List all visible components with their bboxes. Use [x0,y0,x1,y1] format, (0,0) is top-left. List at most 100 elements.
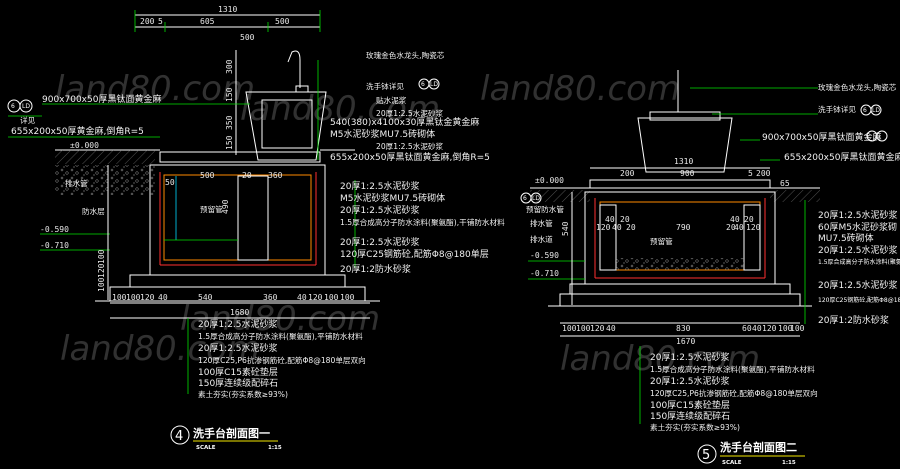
d2-top-dim-900: 900 [680,169,695,178]
d2-lv-540: 540 [561,221,570,236]
d2-bottom-note-2: 20厚1:2.5水泥砂浆 [650,375,730,387]
d1-right-note-1: M5水泥砂浆MU7.5砖砌体 [340,192,445,204]
d1-top-dim-total: 1310 [218,5,237,14]
d2-elev-0: ±0.000 [535,176,564,185]
d1-inner-dim-20: 20 [242,171,252,180]
d2-bottom-note-6: 素土夯实(夯实系数≥93%) [650,422,740,432]
d1-top-dim-500: 500 [275,17,290,26]
d2-upper-note-1: 洗手钵详见 [818,104,856,114]
d2-top-dim-total: 1310 [674,157,693,166]
d2-callout-tag-b: LD [532,195,540,202]
d2-number: 5 [702,448,710,463]
d1-vdim-300: 300 [225,59,234,74]
d2-bdim-2: 120 [590,324,605,333]
d2-bdim-4: 830 [676,324,691,333]
d1-faucet-note-4: 540(380)x4100x30厚黑钛金黄金麻 [330,116,479,128]
d2-top-dim-200: 200 [620,169,635,178]
d2-inner-dim-2: 120 [596,223,611,232]
d2-bottom-note-5: 150厚连续级配碎石 [650,410,730,422]
d2-inner-dim-5: 790 [676,223,691,232]
d1-inner-dim-490: 490 [221,199,230,214]
d2-total-bottom: 1670 [676,337,695,346]
d2-right-note-5: 20厚1:2.5水泥砂浆 [818,279,898,291]
d2-right-note-0: 20厚1:2.5水泥砂浆 [818,209,898,221]
d1-vdim-350: 350 [225,115,234,130]
d1-inside-label: 预留管 [200,204,223,214]
d1-right-note-5: 120厚C25钢筋砼,配筋Φ8@180单层 [340,248,489,260]
d2-top-dim-5: 5 [748,169,753,178]
d2-bdim-5: 60 [742,324,752,333]
d1-top-dim-605: 605 [200,17,215,26]
d2-inner-dim-4: 20 [626,223,636,232]
d2-side-dim: 65 [780,179,790,188]
d1-lv-100: 100 [97,277,106,292]
d1-upper-note-1: 900x700x50厚黑钛面黄金麻 [42,93,161,105]
d2-bdim-6: 40 [752,324,762,333]
d2-inside-label: 预留管 [650,236,673,246]
d1-right-note-4: 20厚1:2.5水泥砂浆 [340,236,420,248]
d2-right-notes: 20厚1:2.5水泥砂浆 60厚M5水泥砂浆砌 MU7.5砖砌体 20厚1:2.… [804,200,900,326]
d2-left-label-1: 排水道 [530,234,553,244]
d1-top-dim-500b: 500 [240,33,255,42]
d1-bottom-note-3: 120厚C25,P6抗渗钢筋砼,配筋Φ8@180单层双向 [198,355,366,365]
d2-right-note-2: MU7.5砖砌体 [818,232,874,244]
d1-right-note-0: 20厚1:2.5水泥砂浆 [340,180,420,192]
d1-elev-710: -0.710 [40,241,69,250]
d1-bottom-note-4: 100厚C15素砼垫层 [198,366,278,378]
d1-inner-dim-500: 500 [200,171,215,180]
d1-bdim-2: 120 [140,293,155,302]
d1-title-block: 4 洗手台剖面图一 SCALE 1:15 [170,425,282,451]
d1-callout-tag-b: LD [22,103,30,110]
d1-faucet-icon [287,50,301,88]
d1-faucet-note-1: 洗手钵详见 [366,81,404,91]
d2-inner-dim-9: 40 [730,215,740,224]
d2-bdim-0: 100 [562,324,577,333]
d2-right-note-7: 20厚1:2防水砂浆 [818,314,889,326]
d2-bottom-notes: 20厚1:2.5水泥砂浆 1.5厚合成高分子防水涂料(聚氨酯),平铺防水材料 2… [639,346,818,432]
d1-bdim-3: 40 [158,293,168,302]
watermark-6: land80.com [560,339,760,379]
watermark-2: land80.com [240,89,440,129]
section-drawing-2: 1310 200 900 5 200 65 预留管 40 20 120 40 2… [520,70,900,466]
d1-vdim-150: 150 [225,87,234,102]
d1-number: 4 [175,429,183,444]
d2-bottom-note-3: 120厚C25,P6抗渗钢筋砼,配筋Φ8@180单层双向 [650,388,818,398]
d2-bottom-note-0: 20厚1:2.5水泥砂浆 [650,351,730,363]
d1-faucet-note-5: M5水泥砂浆MU7.5砖砌体 [330,128,435,140]
d1-upper-note-2: 655x200x50厚黄金麻,倒角R=5 [11,125,144,137]
d2-inner-dim-6: 20 [726,223,736,232]
d2-upper-tag: 6 [863,107,867,114]
d2-upper-notes: 玫瑰金色水龙头,陶瓷芯 洗手钵详见 6 LD 900x700x50厚黑钛面黄金麻… [690,82,900,163]
section-drawing-1: 1310 200 5 605 500 500 300 150 350 150 [7,5,505,451]
d1-top-dim-5: 5 [158,17,163,26]
d2-inner-dim-7: 40 [734,223,744,232]
d1-faucet-note-7: 655x200x50厚黑钛面黄金麻,倒角R=5 [330,151,490,163]
d2-right-note-6: 120厚C25钢筋砼,配筋Φ8@180单层 [818,296,900,304]
d1-bdim-4: 540 [198,293,213,302]
d2-bdim-8: 100 [778,324,793,333]
d1-bdim-8: 100 [324,293,339,302]
d1-elev-0: ±0.000 [70,141,99,150]
d1-callout-note: 详见 [20,115,36,125]
d2-elev-710: -0.710 [530,269,559,278]
d1-elev-590: -0.590 [40,225,69,234]
d2-top-dim-200b: 200 [756,169,771,178]
d2-right-note-3: 20厚1:2.5水泥砂浆 [818,244,898,256]
d1-faucet-note-2: 贴水泥浆 [376,95,407,105]
d1-vdim-150b: 150 [225,135,234,150]
d1-bottom-notes: 20厚1:2.5水泥砂浆 1.5厚合成高分子防水涂料(聚氨酯),平铺防水材料 2… [187,318,366,399]
d1-bdim-5: 360 [263,293,278,302]
d2-bottom-note-1: 1.5厚合成高分子防水涂料(聚氨酯),平铺防水材料 [650,364,815,374]
watermarks: land80.com land80.com land80.com land80.… [55,69,760,379]
d1-top-dim-200: 200 [140,17,155,26]
d2-bottom-note-4: 100厚C15素砼垫层 [650,399,730,411]
d1-right-note-6: 20厚1:2防水砂浆 [340,263,411,275]
d2-right-note-1: 60厚M5水泥砂浆砌 [818,221,897,233]
d2-callout-tag: 6 [523,195,527,202]
d1-faucet-note-0: 玫瑰金色水龙头,陶瓷芯 [366,50,445,60]
watermark-3: land80.com [480,69,680,109]
d1-bottom-note-5: 150厚连续级配碎石 [198,377,278,389]
d2-upper-note-0: 玫瑰金色水龙头,陶瓷芯 [818,82,897,92]
d1-inner-dim-360: 360 [268,171,283,180]
